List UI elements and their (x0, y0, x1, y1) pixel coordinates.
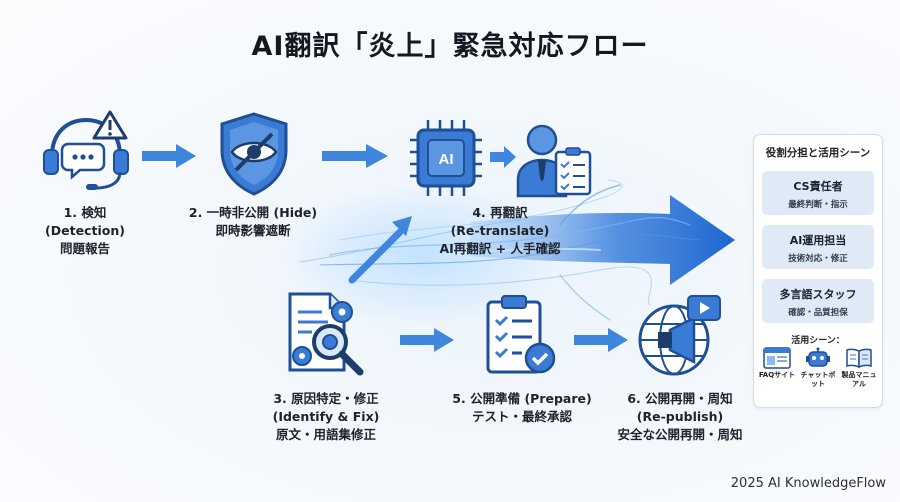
step-3-title: 3. 原因特定・修正 (273, 391, 379, 406)
role-card-ai-ops: AI運用担当 技術対応・修正 (762, 225, 874, 269)
roles-panel: 役割分担と活用シーン CS責任者 最終判断・指示 AI運用担当 技術対応・修正 … (753, 134, 883, 408)
flow-arrow-5-6 (574, 326, 630, 354)
step-6-desc: 安全な公開再開・周知 (617, 427, 743, 442)
role-desc: 技術対応・修正 (788, 254, 848, 264)
flow-arrow-1-2 (142, 142, 198, 170)
manual-book-icon (846, 348, 872, 369)
flow-arrow-2-4 (322, 142, 390, 170)
role-name: AI運用担当 (789, 234, 847, 247)
flow-arrow-3-5 (400, 326, 456, 354)
use-item-manual: 製品マニュアル (840, 347, 878, 389)
step-2-title: 2. 一時非公開 (Hide) (188, 205, 318, 220)
headset-alert-icon (38, 110, 134, 196)
use-label-chatbot: チャットボット (800, 371, 836, 388)
page-title: AI翻訳「炎上」緊急対応フロー (251, 31, 649, 62)
use-item-chatbot: チャットボット (799, 347, 837, 389)
role-card-cs-lead: CS責任者 最終判断・指示 (762, 171, 874, 215)
use-label-faq: FAQサイト (758, 371, 796, 379)
role-desc: 確認・品質担保 (788, 308, 848, 318)
step-1-desc: 問題報告 (59, 241, 110, 256)
shield-hidden-eye-icon (216, 110, 292, 196)
globe-megaphone-icon (630, 290, 726, 380)
step-4-desc: AI再翻訳 + 人手確認 (439, 241, 561, 256)
chip-ai-text: AI (439, 151, 454, 168)
step-3-label: 3. 原因特定・修正 (Identify & Fix) 原文・用語集修正 (256, 390, 396, 444)
step-2-label: 2. 一時非公開 (Hide) 即時影響遮断 (178, 204, 328, 240)
step-4-label: 4. 再翻訳 (Re-translate) AI再翻訳 + 人手確認 (420, 204, 580, 258)
step-3-desc: 原文・用語集修正 (275, 427, 376, 442)
role-desc: 最終判断・指示 (788, 200, 848, 210)
step-5-title: 5. 公開準備 (Prepare) (452, 391, 592, 406)
role-card-multilingual-staff: 多言語スタッフ 確認・品質担保 (762, 279, 874, 323)
chatbot-icon (806, 347, 830, 367)
step-6-title: 6. 公開再開・周知 (627, 391, 733, 406)
role-name: 多言語スタッフ (779, 288, 857, 301)
use-scenes-title: 活用シーン： (791, 336, 845, 346)
use-item-faq: FAQサイト (758, 347, 796, 380)
step-1-title: 1. 検知 (63, 205, 107, 220)
step-6-label: 6. 公開再開・周知 (Re-publish) 安全な公開再開・周知 (600, 390, 760, 444)
ai-chip-person-check-icon: AI (410, 118, 600, 198)
step-5-desc: テスト・最終承認 (471, 409, 572, 424)
role-name: CS責任者 (793, 180, 843, 193)
step-4-title: 4. 再翻訳 (472, 205, 528, 220)
clipboard-check-icon (482, 292, 562, 378)
step-2-desc: 即時影響遮断 (215, 223, 291, 238)
step-4-subtitle: (Re-translate) (450, 223, 550, 238)
footer-credit: 2025 AI KnowledgeFlow (730, 476, 886, 491)
step-6-subtitle: (Re-publish) (636, 409, 724, 424)
use-label-manual: 製品マニュアル (841, 371, 877, 388)
step-1-label: 1. 検知 (Detection) 問題報告 (20, 204, 150, 258)
faq-site-icon (763, 347, 791, 369)
step-5-label: 5. 公開準備 (Prepare) テスト・最終承認 (442, 390, 602, 426)
document-magnifier-gear-icon (282, 290, 378, 380)
roles-panel-title: 役割分担と活用シーン (765, 147, 871, 159)
step-3-subtitle: (Identify & Fix) (272, 409, 380, 424)
step-1-subtitle: (Detection) (45, 223, 125, 238)
